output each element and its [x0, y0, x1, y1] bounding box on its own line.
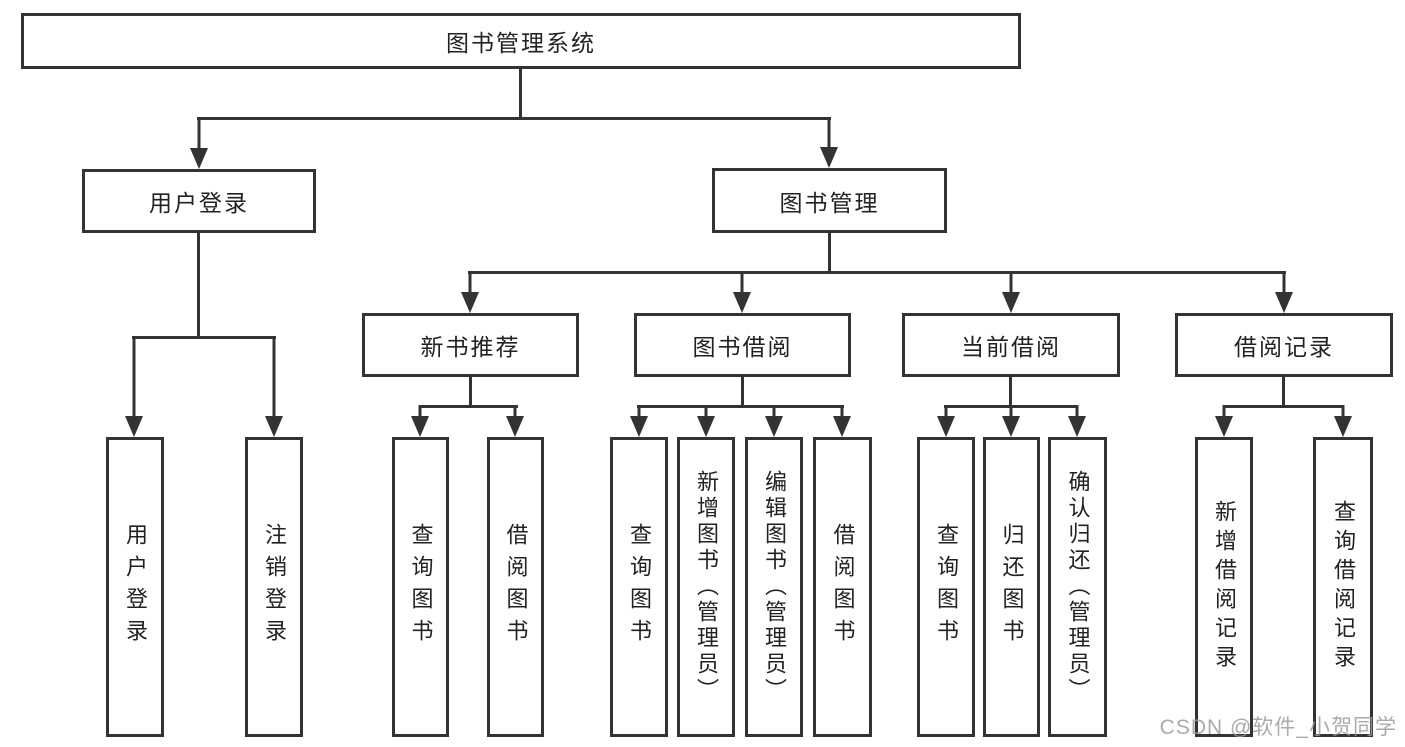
- arrow-to-new-book-recommend: [461, 271, 479, 313]
- node-label: 借阅记录: [1234, 334, 1334, 360]
- leaf-label: 编辑图书（管理员）: [762, 470, 787, 704]
- arrow-to-borrow-record: [1275, 271, 1293, 313]
- connector-borrow-hbar: [637, 405, 844, 408]
- connector-borrow-stem: [741, 377, 744, 408]
- leaf-label: 查询图书: [627, 523, 652, 651]
- node-label: 新书推荐: [420, 334, 521, 360]
- leaf-label: 查询图书: [408, 523, 434, 651]
- leaf-label: 查询借阅记录: [1331, 500, 1356, 674]
- connector-user-login-hbar: [132, 336, 276, 339]
- arrow-current-return: [1002, 405, 1020, 437]
- connector-book-mgmt-stem: [828, 233, 831, 274]
- leaf-current-return-book: 归还图书: [983, 437, 1040, 737]
- arrow-to-leaf-logout: [265, 336, 283, 437]
- arrow-to-user-login: [190, 117, 208, 169]
- connector-record-stem: [1282, 377, 1285, 408]
- leaf-current-confirm-return-admin: 确认归还（管理员）: [1048, 437, 1107, 737]
- arrow-to-leaf-user-login: [125, 336, 143, 437]
- arrow-to-book-management: [820, 117, 838, 168]
- arrow-record-query: [1334, 405, 1352, 437]
- leaf-recommend-borrow-book: 借阅图书: [487, 437, 544, 737]
- node-user-login: 用户登录: [82, 169, 316, 233]
- connector-record-hbar: [1223, 405, 1344, 408]
- leaf-borrow-borrow-book: 借阅图书: [813, 437, 872, 737]
- node-borrow-record: 借阅记录: [1175, 313, 1393, 377]
- arrow-borrow-borrow: [833, 405, 851, 437]
- leaf-label: 查询图书: [934, 523, 959, 651]
- leaf-borrow-edit-book-admin: 编辑图书（管理员）: [745, 437, 803, 737]
- leaf-label: 用户登录: [123, 523, 148, 651]
- arrow-to-current-borrow: [1002, 271, 1020, 313]
- leaf-label: 确认归还（管理员）: [1065, 470, 1091, 704]
- connector-root-hbar: [197, 117, 831, 120]
- node-book-borrow: 图书借阅: [634, 313, 851, 377]
- arrow-to-book-borrow: [733, 271, 751, 313]
- arrow-borrow-edit: [765, 405, 783, 437]
- connector-book-mgmt-hbar: [468, 271, 1286, 274]
- arrow-recommend-borrow: [506, 405, 524, 437]
- arrow-borrow-add: [697, 405, 715, 437]
- node-label: 图书管理: [779, 189, 880, 216]
- connector-user-login-stem: [197, 233, 200, 339]
- connector-recommend-hbar: [419, 405, 518, 408]
- leaf-label: 新增图书（管理员）: [694, 470, 719, 704]
- arrow-current-query: [937, 405, 955, 437]
- node-label: 当前借阅: [961, 334, 1061, 360]
- leaf-label: 借阅图书: [503, 523, 529, 651]
- arrow-record-add: [1215, 405, 1233, 437]
- leaf-record-query-borrow-record: 查询借阅记录: [1313, 437, 1373, 737]
- node-book-management: 图书管理: [712, 168, 947, 233]
- leaf-label: 归还图书: [999, 523, 1025, 651]
- connector-root-stem: [519, 69, 522, 119]
- leaf-label: 新增借阅记录: [1212, 500, 1237, 674]
- leaf-borrow-query-book: 查询图书: [610, 437, 668, 737]
- node-label: 图书借阅: [692, 334, 793, 360]
- arrow-current-confirm: [1068, 405, 1086, 437]
- connector-recommend-stem: [469, 377, 472, 408]
- leaf-label: 借阅图书: [830, 523, 856, 651]
- arrow-recommend-query: [411, 405, 429, 437]
- leaf-recommend-query-book: 查询图书: [392, 437, 449, 737]
- leaf-user-login: 用户登录: [106, 437, 164, 737]
- leaf-borrow-add-book-admin: 新增图书（管理员）: [677, 437, 735, 737]
- arrow-borrow-query: [630, 405, 648, 437]
- leaf-current-query-book: 查询图书: [917, 437, 975, 737]
- node-current-borrow: 当前借阅: [902, 313, 1120, 377]
- node-label: 用户登录: [149, 190, 249, 216]
- connector-current-stem: [1009, 377, 1012, 408]
- leaf-record-add-borrow-record: 新增借阅记录: [1195, 437, 1253, 737]
- node-label: 图书管理系统: [446, 30, 596, 56]
- leaf-logout: 注销登录: [245, 437, 303, 737]
- node-root-system: 图书管理系统: [21, 13, 1021, 69]
- node-new-book-recommend: 新书推荐: [362, 313, 579, 377]
- leaf-label: 注销登录: [262, 523, 287, 651]
